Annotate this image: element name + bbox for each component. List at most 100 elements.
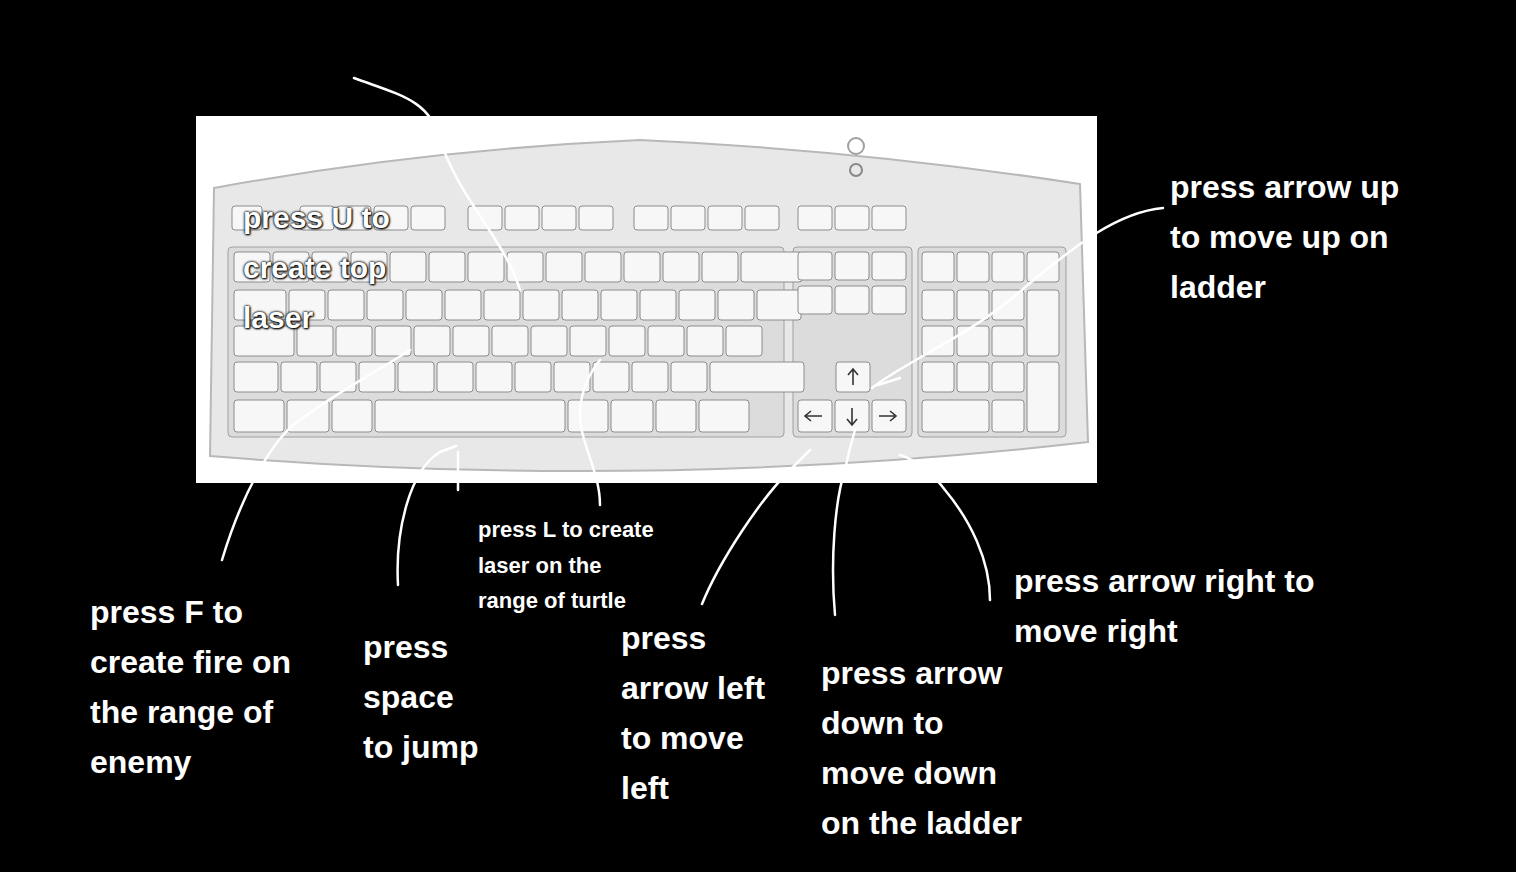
keyboard-key <box>992 252 1024 282</box>
logo-mark <box>850 164 862 176</box>
instruction-label: press space to jump <box>363 622 489 772</box>
leader-line <box>398 446 456 585</box>
keyboard-key <box>390 252 426 282</box>
keyboard-key <box>836 362 870 392</box>
instruction-label: press arrow up to move up on ladder <box>1170 162 1422 312</box>
keyboard-key <box>570 326 606 356</box>
keyboard-key <box>798 252 832 280</box>
arrow-glyph <box>805 411 822 421</box>
keyboard-key <box>957 362 989 392</box>
leader-line <box>872 208 1163 388</box>
leader-line <box>457 452 460 490</box>
keyboard-key <box>468 252 504 282</box>
keyboard-key <box>648 326 684 356</box>
keyboard-key <box>957 252 989 282</box>
instruction-label: press L to create laser on the range of … <box>478 512 664 619</box>
keyboard-key <box>687 326 723 356</box>
keyboard-key <box>745 206 779 230</box>
keyboard-key <box>679 290 715 320</box>
nav-key-block <box>793 247 912 437</box>
keyboard-key <box>835 286 869 314</box>
keyboard-key <box>234 362 278 392</box>
keyboard-key <box>663 252 699 282</box>
keyboard-key <box>718 290 754 320</box>
keyboard-key <box>531 326 567 356</box>
keyboard-key <box>414 326 450 356</box>
keyboard-key <box>601 290 637 320</box>
instruction-label: press U to create top laser <box>243 193 415 343</box>
keyboard-key <box>872 206 906 230</box>
keyboard-key <box>640 290 676 320</box>
keyboard-key <box>234 400 284 432</box>
keyboard-key <box>798 286 832 314</box>
keyboard-key <box>835 252 869 280</box>
keyboard-key <box>671 206 705 230</box>
leader-line <box>580 360 600 505</box>
keyboard-key <box>835 400 869 432</box>
keyboard-key <box>505 206 539 230</box>
keyboard-key <box>507 252 543 282</box>
keyboard-key <box>922 290 954 320</box>
keyboard-key <box>476 362 512 392</box>
picture-ground <box>196 116 1097 483</box>
keyboard-key <box>437 362 473 392</box>
keyboard-key <box>922 362 954 392</box>
keyboard-key <box>798 400 832 432</box>
logo-mark <box>848 138 864 154</box>
leader-line <box>900 455 990 600</box>
keyboard-key <box>992 326 1024 356</box>
leader-lines <box>222 78 1163 615</box>
keyboard-body <box>210 140 1088 471</box>
keyboard-key <box>328 290 364 320</box>
keyboard-key <box>611 400 653 432</box>
keyboard-key <box>281 362 317 392</box>
keyboard-key <box>992 290 1024 320</box>
keyboard-key <box>468 206 502 230</box>
keyboard-key <box>484 290 520 320</box>
keyboard-key <box>579 206 613 230</box>
keyboard-key <box>634 206 668 230</box>
keyboard-key <box>453 326 489 356</box>
keyboard-key <box>546 252 582 282</box>
keyboard-key <box>699 400 749 432</box>
keyboard-key <box>992 362 1024 392</box>
keyboard-key <box>656 400 696 432</box>
keyboard-key <box>336 326 372 356</box>
keyboard-key <box>515 362 551 392</box>
keyboard-key <box>406 290 442 320</box>
keyboard-key <box>568 400 608 432</box>
keyboard-key <box>411 206 445 230</box>
keyboard-key <box>332 400 372 432</box>
instruction-label: press arrow left to move left <box>621 613 797 813</box>
instruction-label: press arrow down to move down on the lad… <box>821 648 1027 848</box>
keyboard-key <box>1027 362 1059 432</box>
arrow-glyph <box>848 369 858 385</box>
keyboard-key <box>708 206 742 230</box>
keyboard-key <box>702 252 738 282</box>
leader-line <box>222 350 410 560</box>
keyboard-key <box>585 252 621 282</box>
keyboard-key <box>398 362 434 392</box>
keyboard-key <box>562 290 598 320</box>
keyboard-key <box>992 400 1024 432</box>
keyboard-key <box>798 206 832 230</box>
leader-line <box>702 450 810 604</box>
keyboard-key <box>624 252 660 282</box>
keyboard-key <box>726 326 762 356</box>
keyboard-key <box>757 290 801 320</box>
leader-line <box>833 430 855 615</box>
keyboard-key <box>542 206 576 230</box>
keyboard-key <box>922 400 989 432</box>
keyboard-key <box>609 326 645 356</box>
keyboard-key <box>593 362 629 392</box>
keyboard-key <box>1027 252 1059 282</box>
keyboard-key <box>445 290 481 320</box>
keyboard-key <box>492 326 528 356</box>
keyboard-key <box>1027 290 1059 356</box>
arrow-glyph <box>847 408 857 425</box>
keyboard-key <box>632 362 668 392</box>
keyboard-key <box>957 290 989 320</box>
keyboard-key <box>835 206 869 230</box>
